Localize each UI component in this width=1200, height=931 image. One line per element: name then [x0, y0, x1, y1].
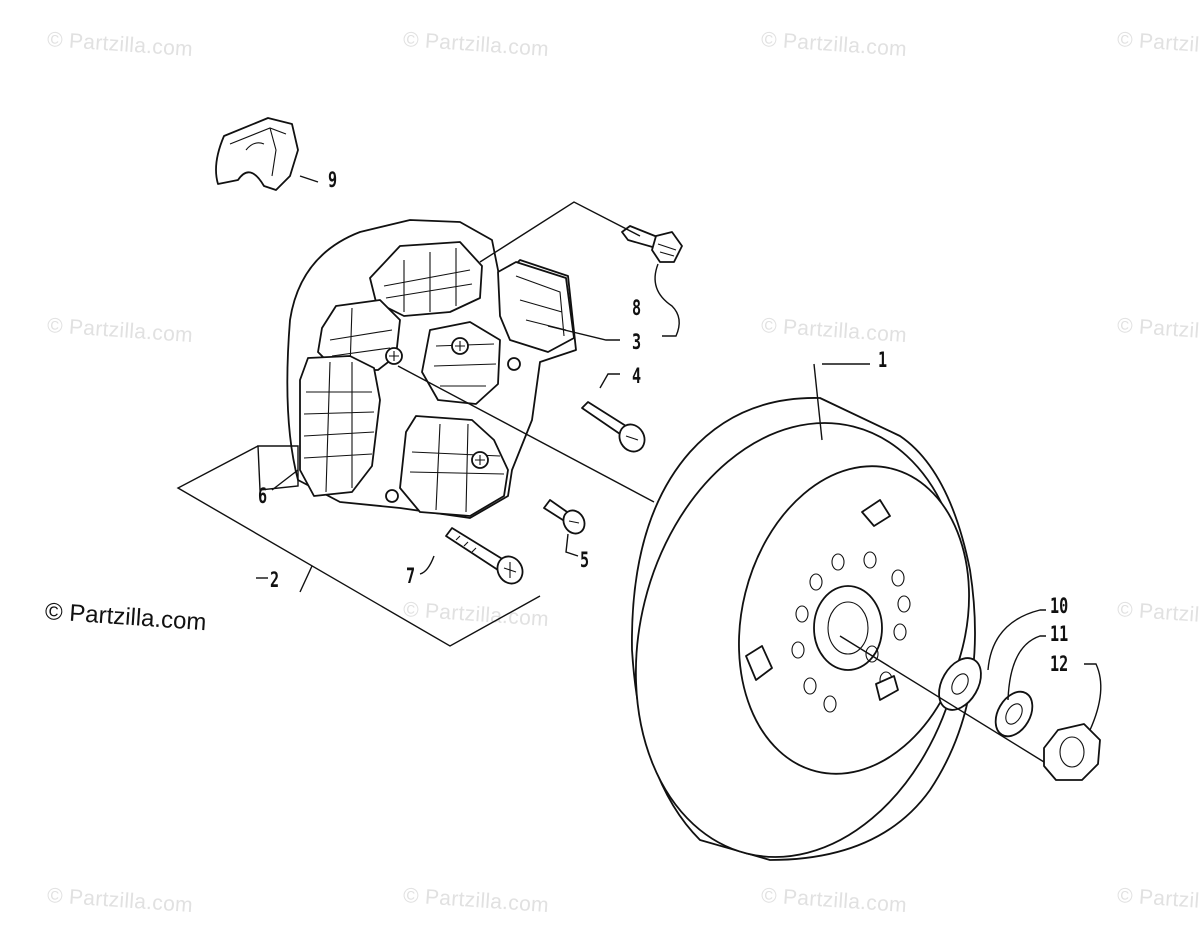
callout-3: 3	[632, 330, 642, 354]
stator-part-2	[286, 219, 577, 519]
screw-part-4	[581, 401, 646, 453]
callout-4: 4	[632, 364, 642, 388]
washer-part-10	[938, 657, 982, 711]
callout-8: 8	[632, 296, 642, 320]
callout-1: 1	[878, 348, 888, 372]
callout-2: 2	[270, 568, 280, 592]
callout-10: 10	[1050, 594, 1069, 618]
callout-7: 7	[406, 564, 416, 588]
screw-part-5	[543, 499, 586, 535]
magnet-part-9	[215, 117, 299, 191]
nut-part-12	[1043, 723, 1101, 781]
callout-11: 11	[1050, 622, 1069, 646]
flywheel-part-1	[631, 397, 976, 861]
callout-12: 12	[1050, 652, 1069, 676]
bolt-part-8	[621, 225, 683, 263]
screw-part-7	[445, 527, 524, 585]
callout-5: 5	[580, 548, 590, 572]
callout-9: 9	[328, 168, 338, 192]
lock-washer-part-11	[994, 690, 1034, 738]
callout-6: 6	[258, 484, 268, 508]
